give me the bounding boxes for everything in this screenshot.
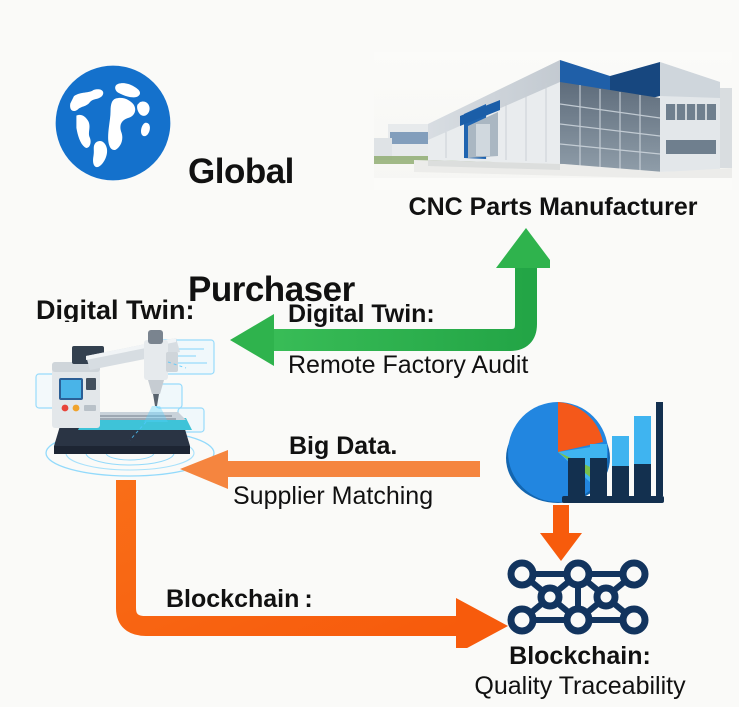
global-purchaser-title-line1: Global (188, 152, 294, 192)
blockchain-edge-arrow (108, 468, 508, 654)
digital-twin-title: Digital Twin: (36, 295, 195, 325)
blockchain-edge-label-bold: Blockchain : (166, 585, 313, 613)
factory-label: CNC Parts Manufacturer (408, 193, 698, 221)
blockchain-title: Blockchain: (509, 642, 651, 670)
global-purchaser-title-line2: Purchaser (188, 269, 355, 309)
globe-icon (52, 62, 174, 184)
digital-twin-edge-label-regular: Remote Factory Audit (288, 351, 529, 379)
big-data-edge-label-regular: Supplier Matching (233, 482, 434, 510)
analytics-to-blockchain-arrow (540, 505, 582, 561)
factory-photo (374, 52, 732, 190)
big-data-edge-arrow (180, 450, 480, 490)
big-data-edge-label-bold: Big Data. (289, 432, 398, 460)
pie-and-bar-chart-icon (500, 392, 666, 507)
digital-twin-edge-arrow (230, 228, 556, 368)
global-purchaser-title: Global Purchaser (188, 74, 388, 388)
blockchain-subtitle: Quality Traceability (474, 672, 686, 700)
blockchain-network-icon (502, 558, 654, 636)
digital-twin-edge-label-bold: Digital Twin: (288, 300, 435, 328)
